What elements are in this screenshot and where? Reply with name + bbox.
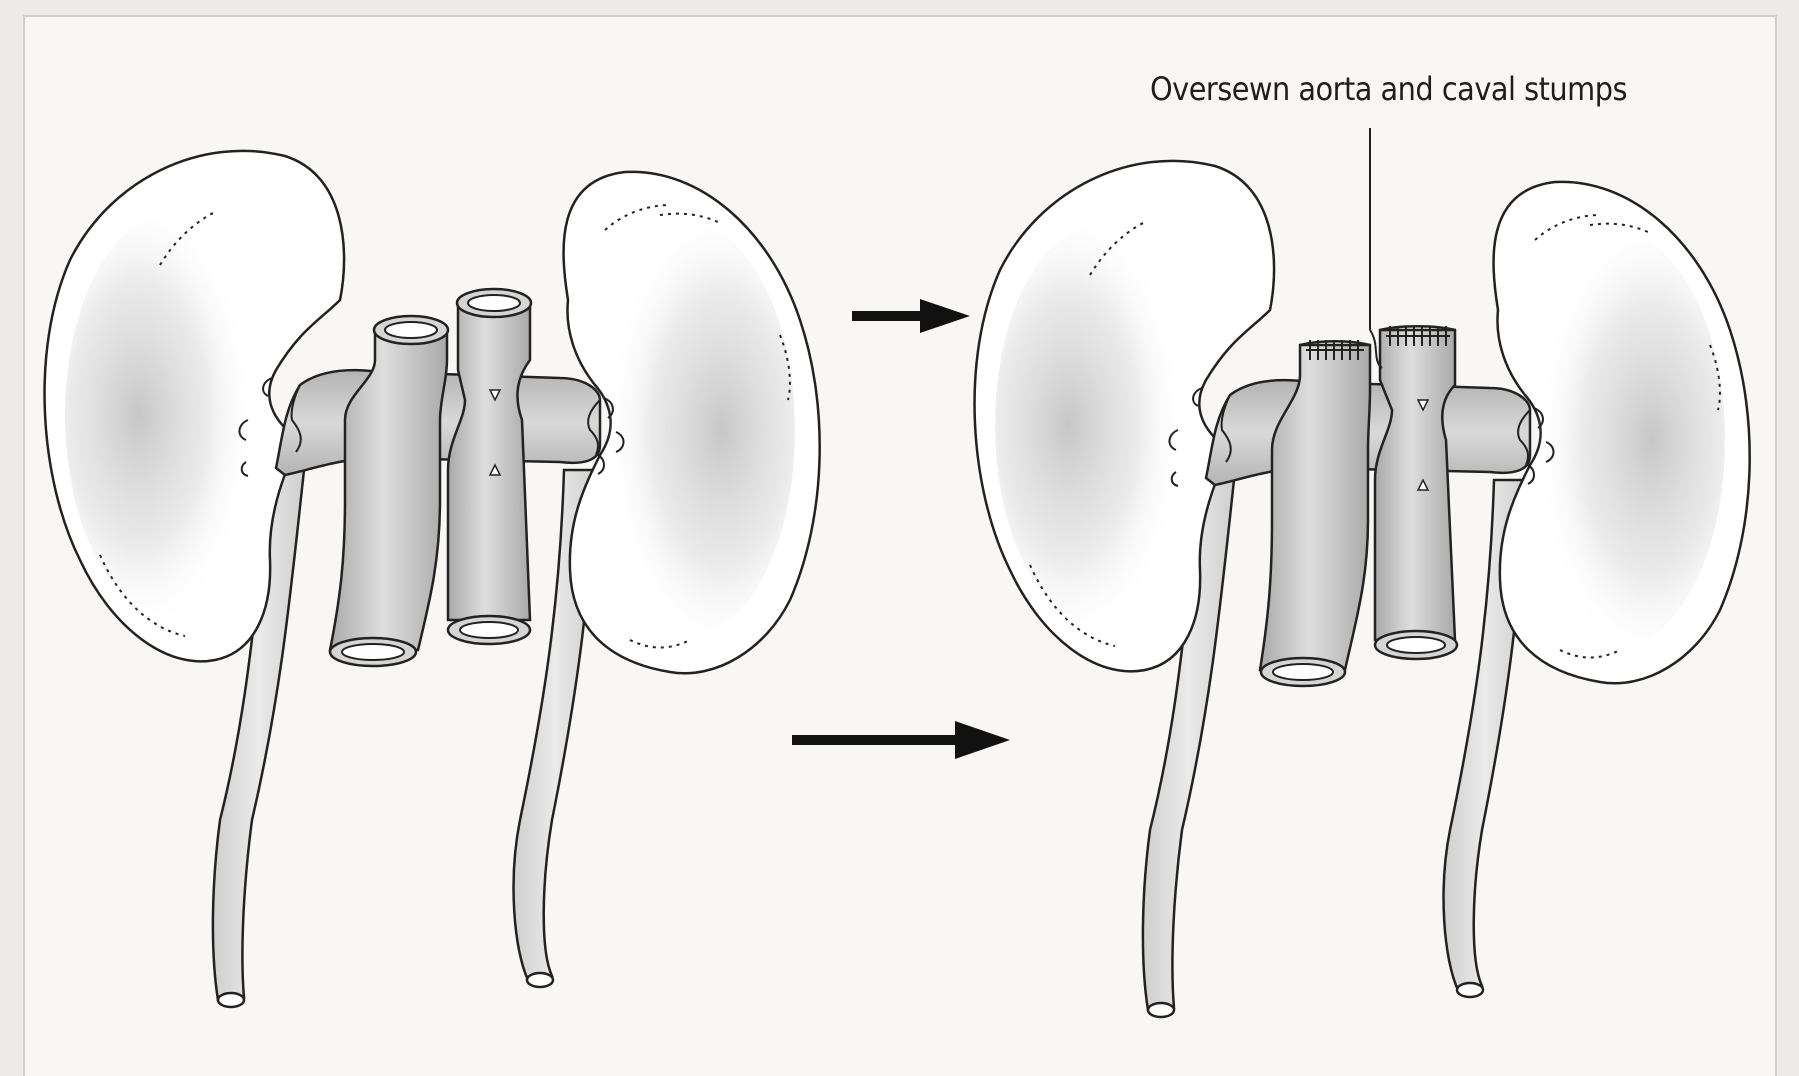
aorta	[448, 289, 531, 644]
callout-label: Oversewn aorta and caval stumps	[1150, 70, 1627, 108]
aorta-oversewn	[1375, 326, 1457, 659]
